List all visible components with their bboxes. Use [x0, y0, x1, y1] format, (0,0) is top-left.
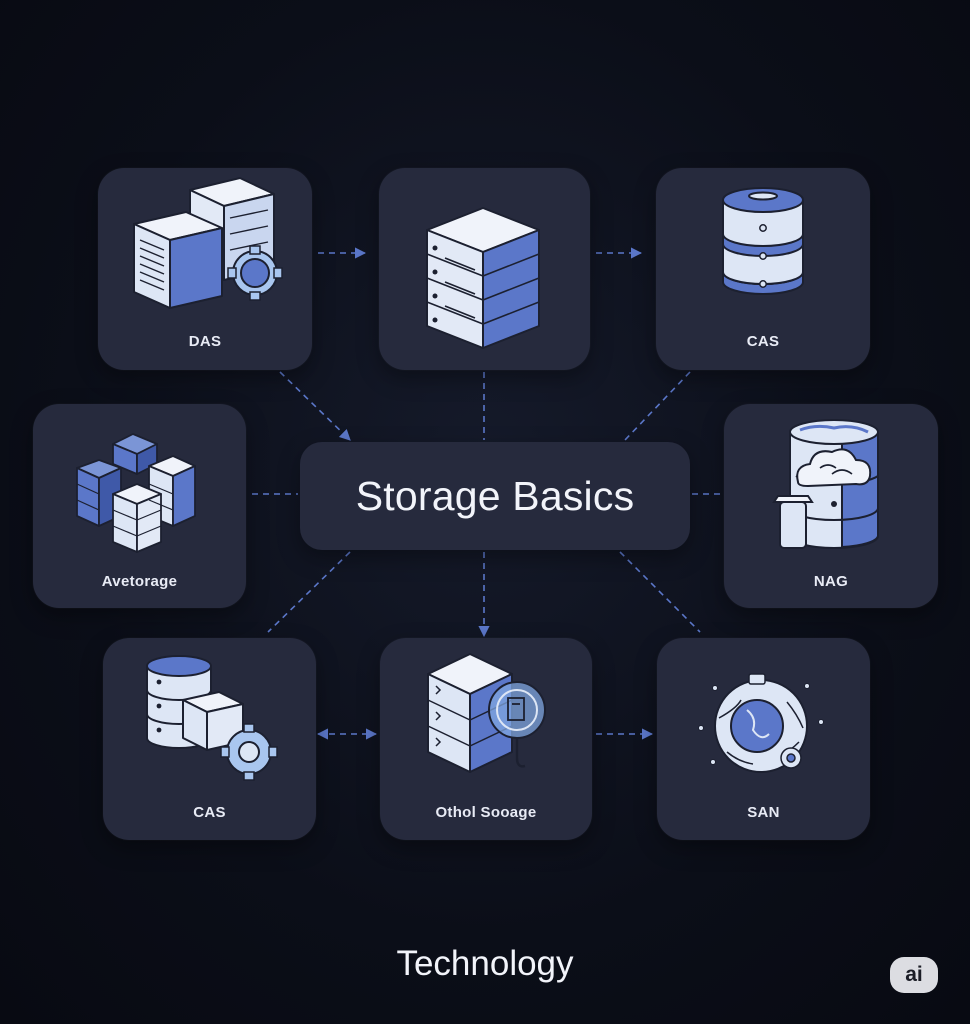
node-avstorage-label: Avetorage [101, 573, 178, 590]
node-das-label: DAS [188, 333, 222, 350]
node-object-storage-label: Othol Sooage [435, 804, 537, 821]
server-rack-gear-icon [133, 177, 283, 309]
node-nag-label: NAG [813, 573, 849, 590]
node-server[interactable] [379, 168, 590, 370]
database-cylinder-icon [722, 187, 804, 295]
node-san[interactable]: SAN [657, 638, 870, 840]
connector-center-san [619, 551, 701, 633]
node-cas-top[interactable]: CAS [656, 168, 870, 370]
footer-title: Technology [396, 944, 574, 983]
storage-cubes-icon [76, 433, 196, 553]
connector-cas-center [624, 371, 691, 441]
node-das[interactable]: DAS [98, 168, 312, 370]
database-box-gear-icon [146, 655, 278, 781]
database-cloud-icon [772, 419, 879, 549]
server-stack-icon [426, 207, 540, 349]
node-object-storage[interactable]: Othol Sooage [380, 638, 592, 840]
central-topic-title: Storage Basics [355, 472, 635, 519]
central-topic-box[interactable]: Storage Basics [300, 442, 690, 550]
ai-badge: ai [890, 957, 938, 993]
node-san-label: SAN [747, 804, 780, 821]
node-cas-bottom[interactable]: CAS [103, 638, 316, 840]
connector-center-cas-bottom [267, 551, 351, 633]
connector-das-center [279, 371, 351, 441]
node-cas-bottom-label: CAS [193, 804, 226, 821]
node-avstorage[interactable]: Avetorage [33, 404, 246, 608]
object-storage-magnifier-icon [427, 653, 546, 773]
network-globe-icon [698, 673, 824, 773]
node-nag[interactable]: NAG [724, 404, 938, 608]
node-cas-top-label: CAS [746, 333, 780, 350]
